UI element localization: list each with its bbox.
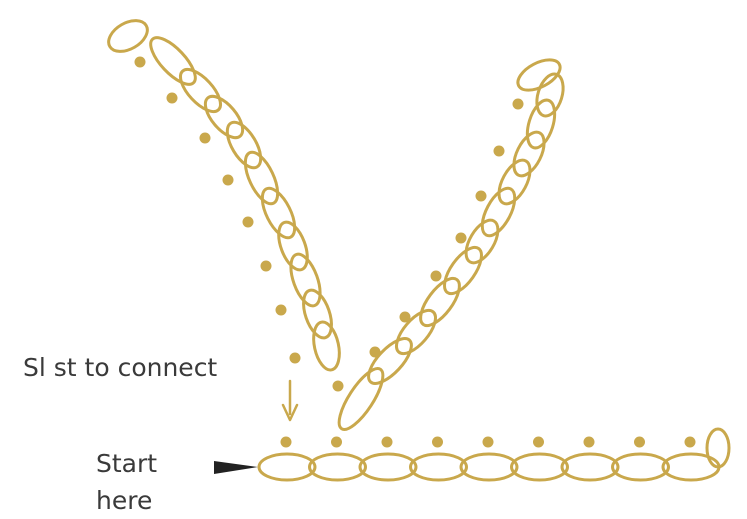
slip-stitch-dot	[512, 98, 524, 110]
chain-stitch	[661, 452, 721, 482]
slip-stitch-dot	[242, 216, 254, 228]
chain-stitch	[480, 186, 517, 238]
start-pointer-icon	[214, 461, 258, 474]
slip-stitch-dot	[475, 190, 487, 202]
chain-stitch	[705, 427, 731, 469]
chain-stitch	[367, 337, 413, 385]
chain-stitch	[419, 276, 461, 328]
chain-stitch	[535, 72, 565, 118]
slip-stitch-dot	[399, 311, 411, 323]
chain-stitch	[225, 120, 263, 170]
slip-stitch-dot	[275, 304, 287, 316]
start-label-line-1: Start	[96, 449, 157, 478]
start-label-line-2: here	[96, 486, 152, 515]
slip-stitch-dot	[583, 436, 595, 448]
slip-stitch-dot	[289, 352, 301, 364]
chain-stitch	[358, 452, 418, 482]
chain-stitch	[179, 67, 222, 114]
chain-stitch	[516, 58, 562, 92]
connect-arrow-icon	[281, 379, 299, 422]
slip-stitch-dot	[482, 436, 494, 448]
chain-stitch	[107, 19, 149, 53]
slip-stitch-dot	[381, 436, 393, 448]
chain-stitch	[409, 452, 468, 482]
right-diagonal-dots	[369, 98, 524, 358]
chain-stitch	[312, 320, 341, 372]
chain-stitch	[243, 150, 280, 206]
chain-stitch	[308, 452, 367, 482]
chain-stitch	[395, 308, 437, 356]
chain-stitch	[203, 94, 245, 140]
slip-stitch-dot	[260, 260, 272, 272]
base-chain	[257, 427, 731, 482]
slip-stitch-dot	[432, 436, 443, 448]
base-dots	[280, 436, 696, 448]
chain-stitch	[464, 218, 500, 265]
chain-stitch	[277, 220, 309, 272]
chain-stitch	[560, 452, 620, 482]
slip-stitch-dot	[369, 346, 381, 358]
chain-stitch	[149, 36, 197, 86]
chain-stitch	[459, 452, 519, 482]
right-diagonal-chain	[337, 58, 565, 431]
chain-stitch	[443, 245, 483, 296]
slip-stitch-dot	[222, 174, 234, 186]
slip-stitch-dot	[455, 232, 467, 244]
slip-stitch-dot	[166, 92, 178, 104]
chain-stitch	[611, 452, 670, 482]
slip-stitch-dot	[430, 270, 442, 282]
slip-stitch-dot	[331, 436, 342, 448]
chain-stitch	[302, 288, 333, 340]
chain-stitch	[497, 158, 532, 206]
chain-stitch	[510, 452, 569, 482]
slip-stitch-dot	[634, 436, 645, 448]
slip-stitch-dot	[134, 56, 146, 68]
slip-stitch-dot	[332, 380, 344, 392]
chain-stitch	[337, 367, 385, 431]
left-diagonal-chain	[107, 19, 341, 372]
chain-stitch	[257, 452, 317, 482]
slip-stitch-dot	[493, 145, 505, 157]
slip-stitch-dot	[199, 132, 211, 144]
connect-label: Sl st to connect	[23, 353, 217, 382]
chain-stitch	[260, 186, 297, 240]
chain-stitch	[512, 130, 546, 178]
left-diagonal-dots	[134, 56, 344, 392]
slip-stitch-dot	[280, 436, 292, 448]
slip-stitch-dot	[533, 436, 544, 448]
chain-stitch	[289, 252, 322, 308]
chain-stitch	[525, 98, 557, 150]
slip-stitch-dot	[684, 436, 696, 448]
